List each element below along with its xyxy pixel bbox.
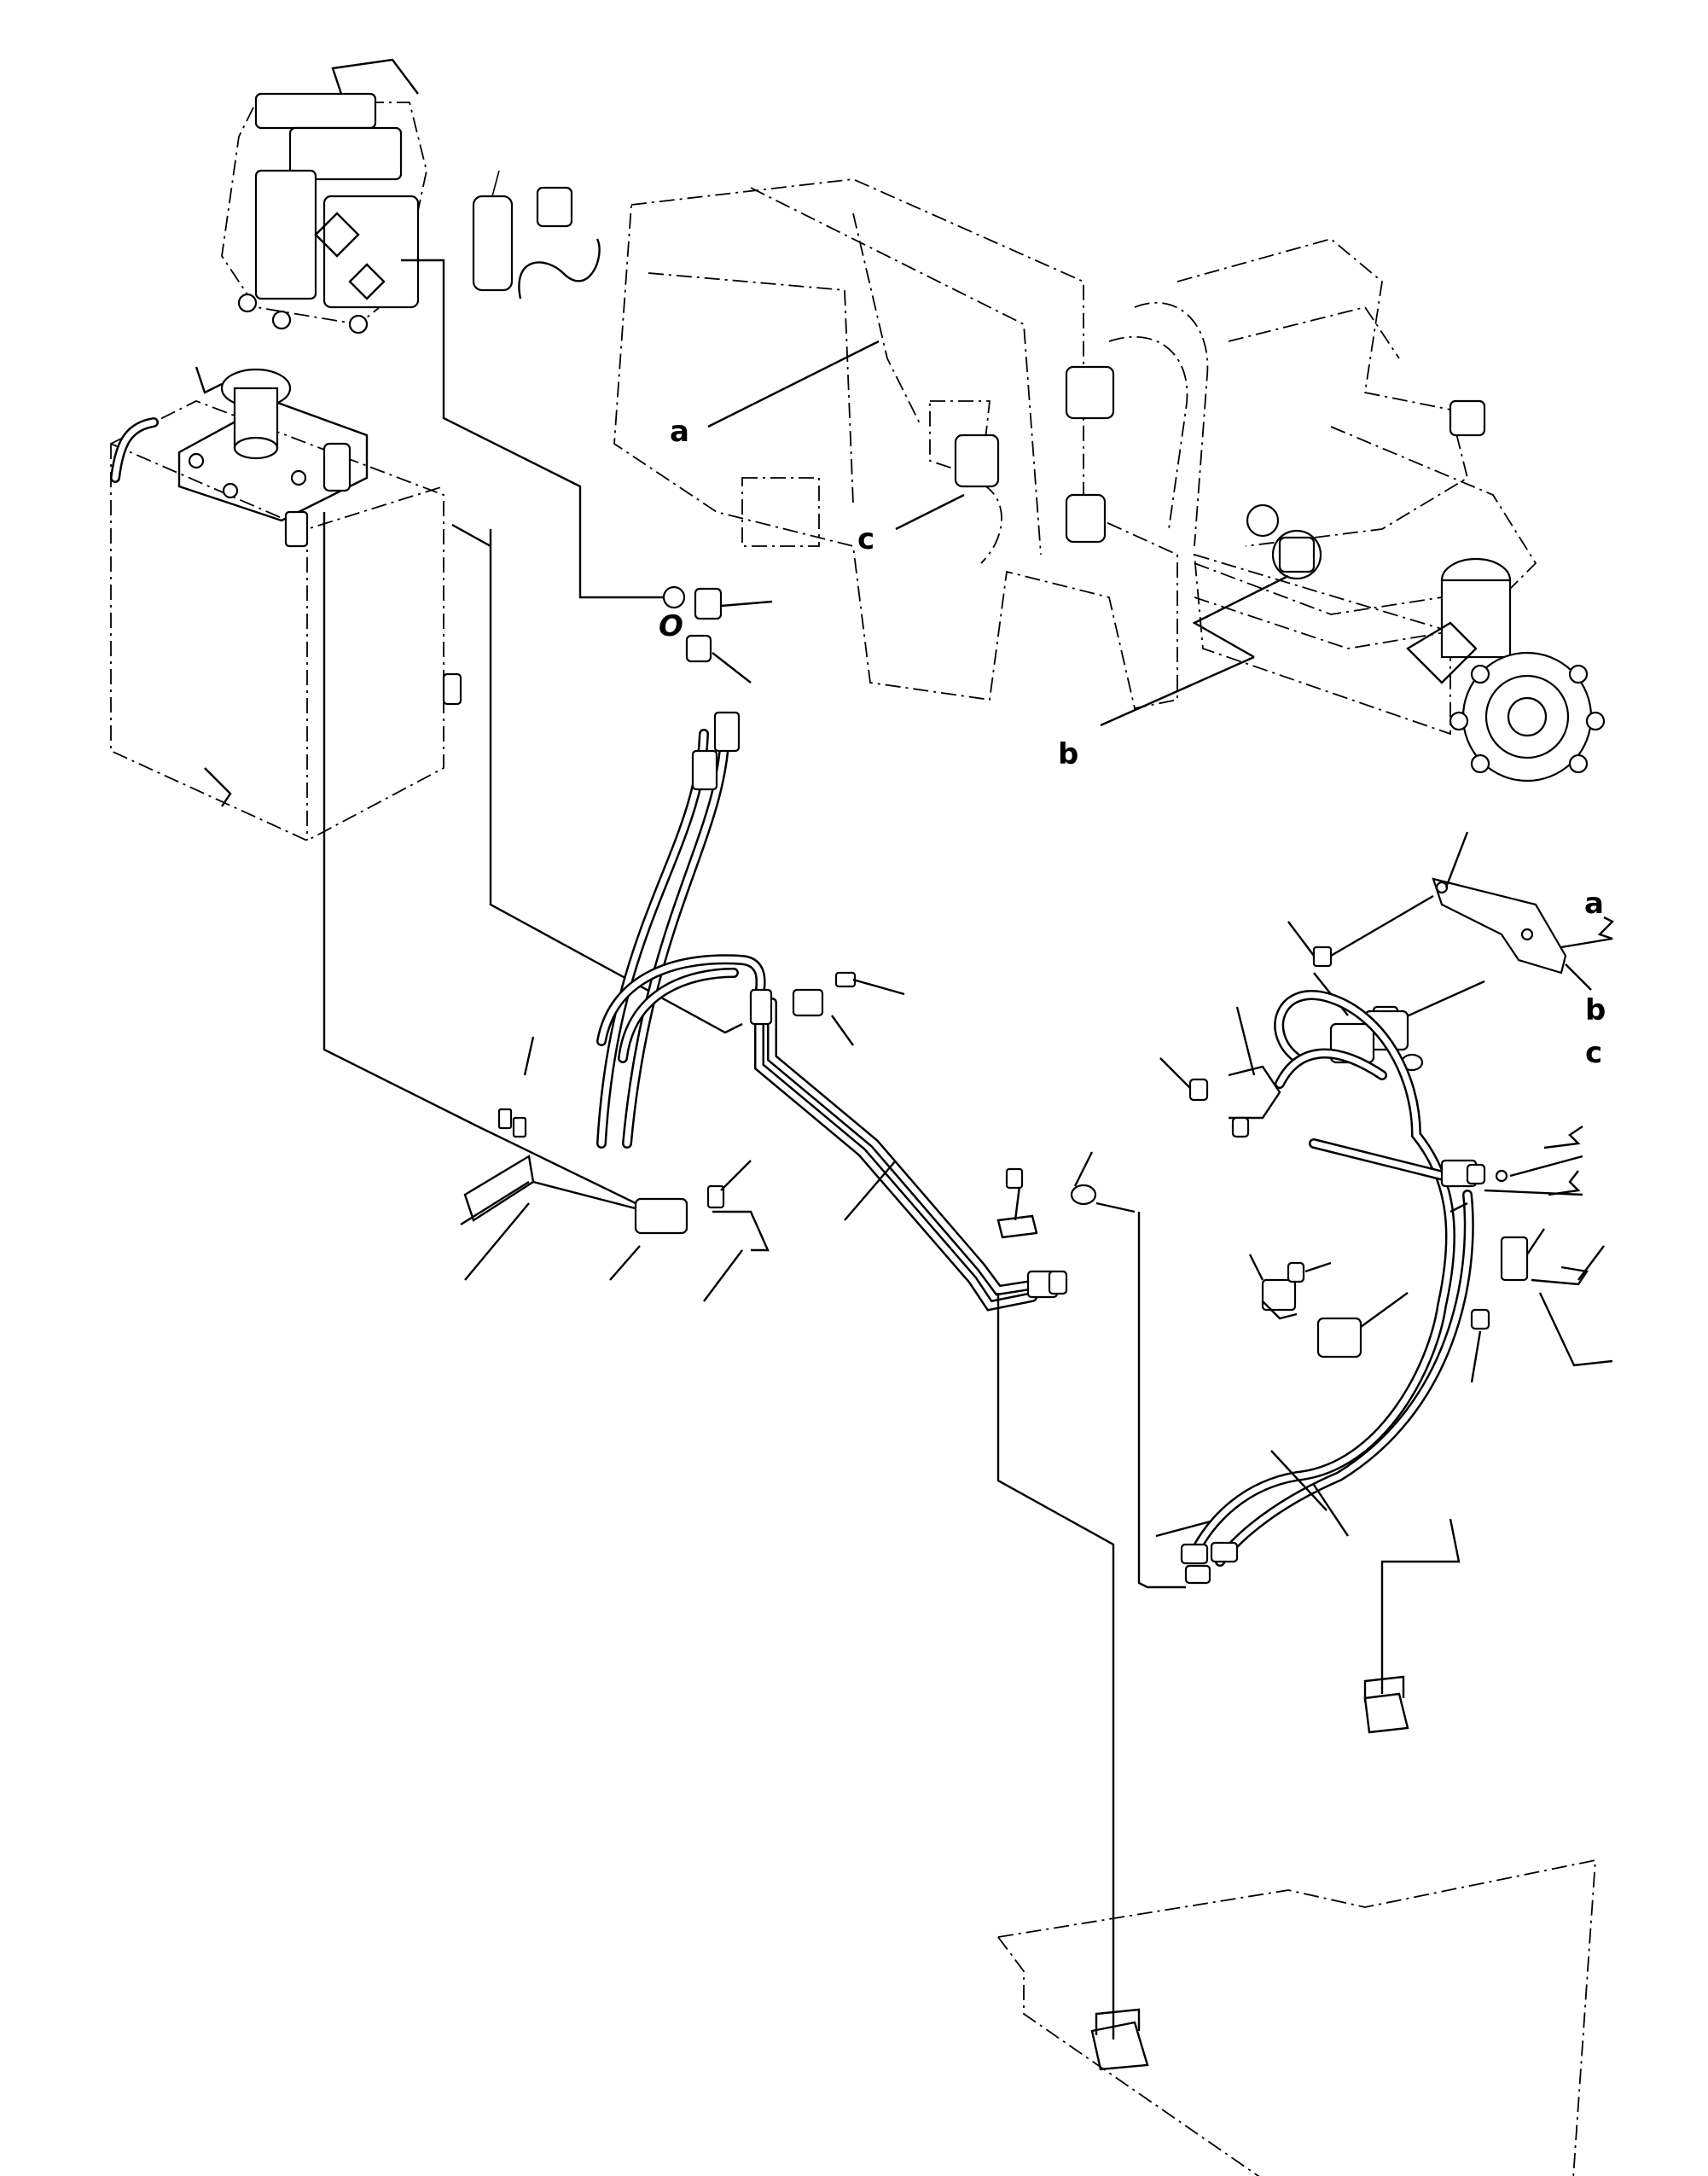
- callout-o-ring: O: [659, 609, 683, 643]
- frame-leaders: [707, 340, 1289, 727]
- callout-b-axle: b: [1058, 737, 1078, 771]
- right-bracket-assembly: [1159, 831, 1615, 1585]
- hydraulic-tank: [110, 366, 462, 842]
- callout-c-frame: c: [857, 522, 874, 556]
- control-valve-assembly: [221, 58, 427, 335]
- floor-outline: [997, 1675, 1596, 2176]
- callout-c-right: c: [1585, 1036, 1602, 1070]
- lower-brackets: [460, 1036, 1136, 1302]
- sensor-unit: [472, 170, 601, 300]
- lower-routing: [996, 1212, 1461, 2039]
- callout-labels: a c b O a b c: [659, 415, 1606, 1070]
- callout-a-frame: a: [670, 415, 689, 449]
- machine-frame: [613, 178, 1537, 710]
- callout-a-bracket: a: [1584, 887, 1604, 921]
- callout-b-right: b: [1585, 993, 1606, 1027]
- hose-routing: [322, 259, 1068, 1312]
- axle-hub: [1193, 536, 1606, 783]
